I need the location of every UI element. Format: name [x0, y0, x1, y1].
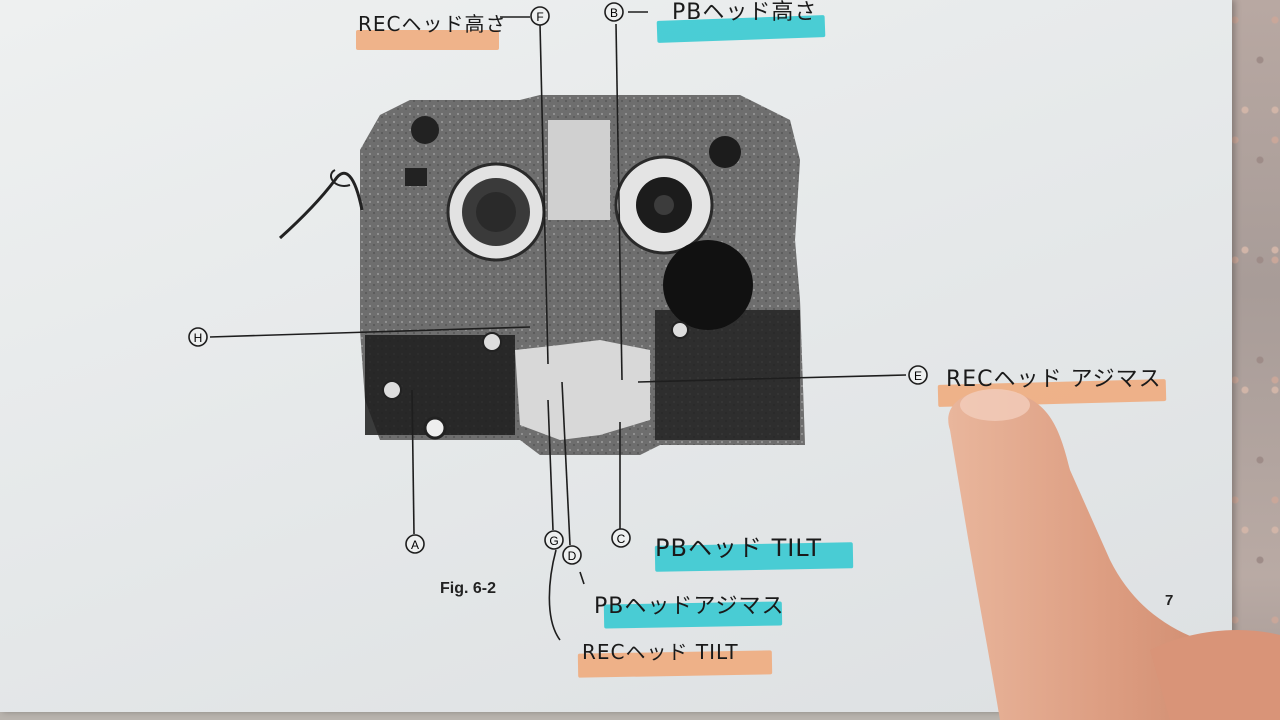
svg-text:A: A: [411, 538, 419, 552]
note-rec-head-height: RECヘッド高さ: [358, 12, 507, 36]
carpet-background: [1225, 0, 1280, 720]
svg-text:H: H: [194, 331, 203, 345]
svg-text:D: D: [568, 549, 577, 563]
svg-text:G: G: [549, 534, 558, 548]
callout-f: F: [530, 6, 550, 26]
leader-lines: [209, 11, 907, 641]
svg-text:B: B: [610, 6, 618, 20]
tape-mechanism-photo: [278, 95, 805, 455]
svg-text:E: E: [914, 369, 922, 383]
mechanism-diagram: F B H E A G D C: [188, 2, 928, 641]
callout-e: E: [908, 365, 928, 385]
note-pb-head-azimuth: PBヘッドアジマス: [594, 594, 785, 619]
callout-a: A: [405, 534, 425, 554]
note-rec-head-tilt: RECヘッド TILT: [582, 640, 739, 664]
callout-h: H: [188, 327, 208, 347]
callout-c: C: [611, 528, 631, 548]
figure-caption: Fig. 6-2: [440, 580, 497, 597]
highlight-rec-height: [356, 30, 499, 50]
note-rec-head-azimuth: RECヘッド アジマス: [946, 367, 1162, 392]
note-pb-head-height: PBヘッド高さ: [672, 0, 818, 25]
callout-b: B: [604, 2, 624, 22]
svg-text:C: C: [617, 532, 626, 546]
callout-g: G: [544, 530, 564, 550]
svg-text:F: F: [536, 10, 543, 24]
manual-page: RECヘッド高さ PBヘッド高さ RECヘッド アジマス PBヘッド TILT …: [0, 0, 1232, 712]
page-number: 7: [1165, 592, 1174, 609]
callout-d: D: [562, 545, 582, 565]
note-pb-head-tilt: PBヘッド TILT: [655, 534, 823, 562]
